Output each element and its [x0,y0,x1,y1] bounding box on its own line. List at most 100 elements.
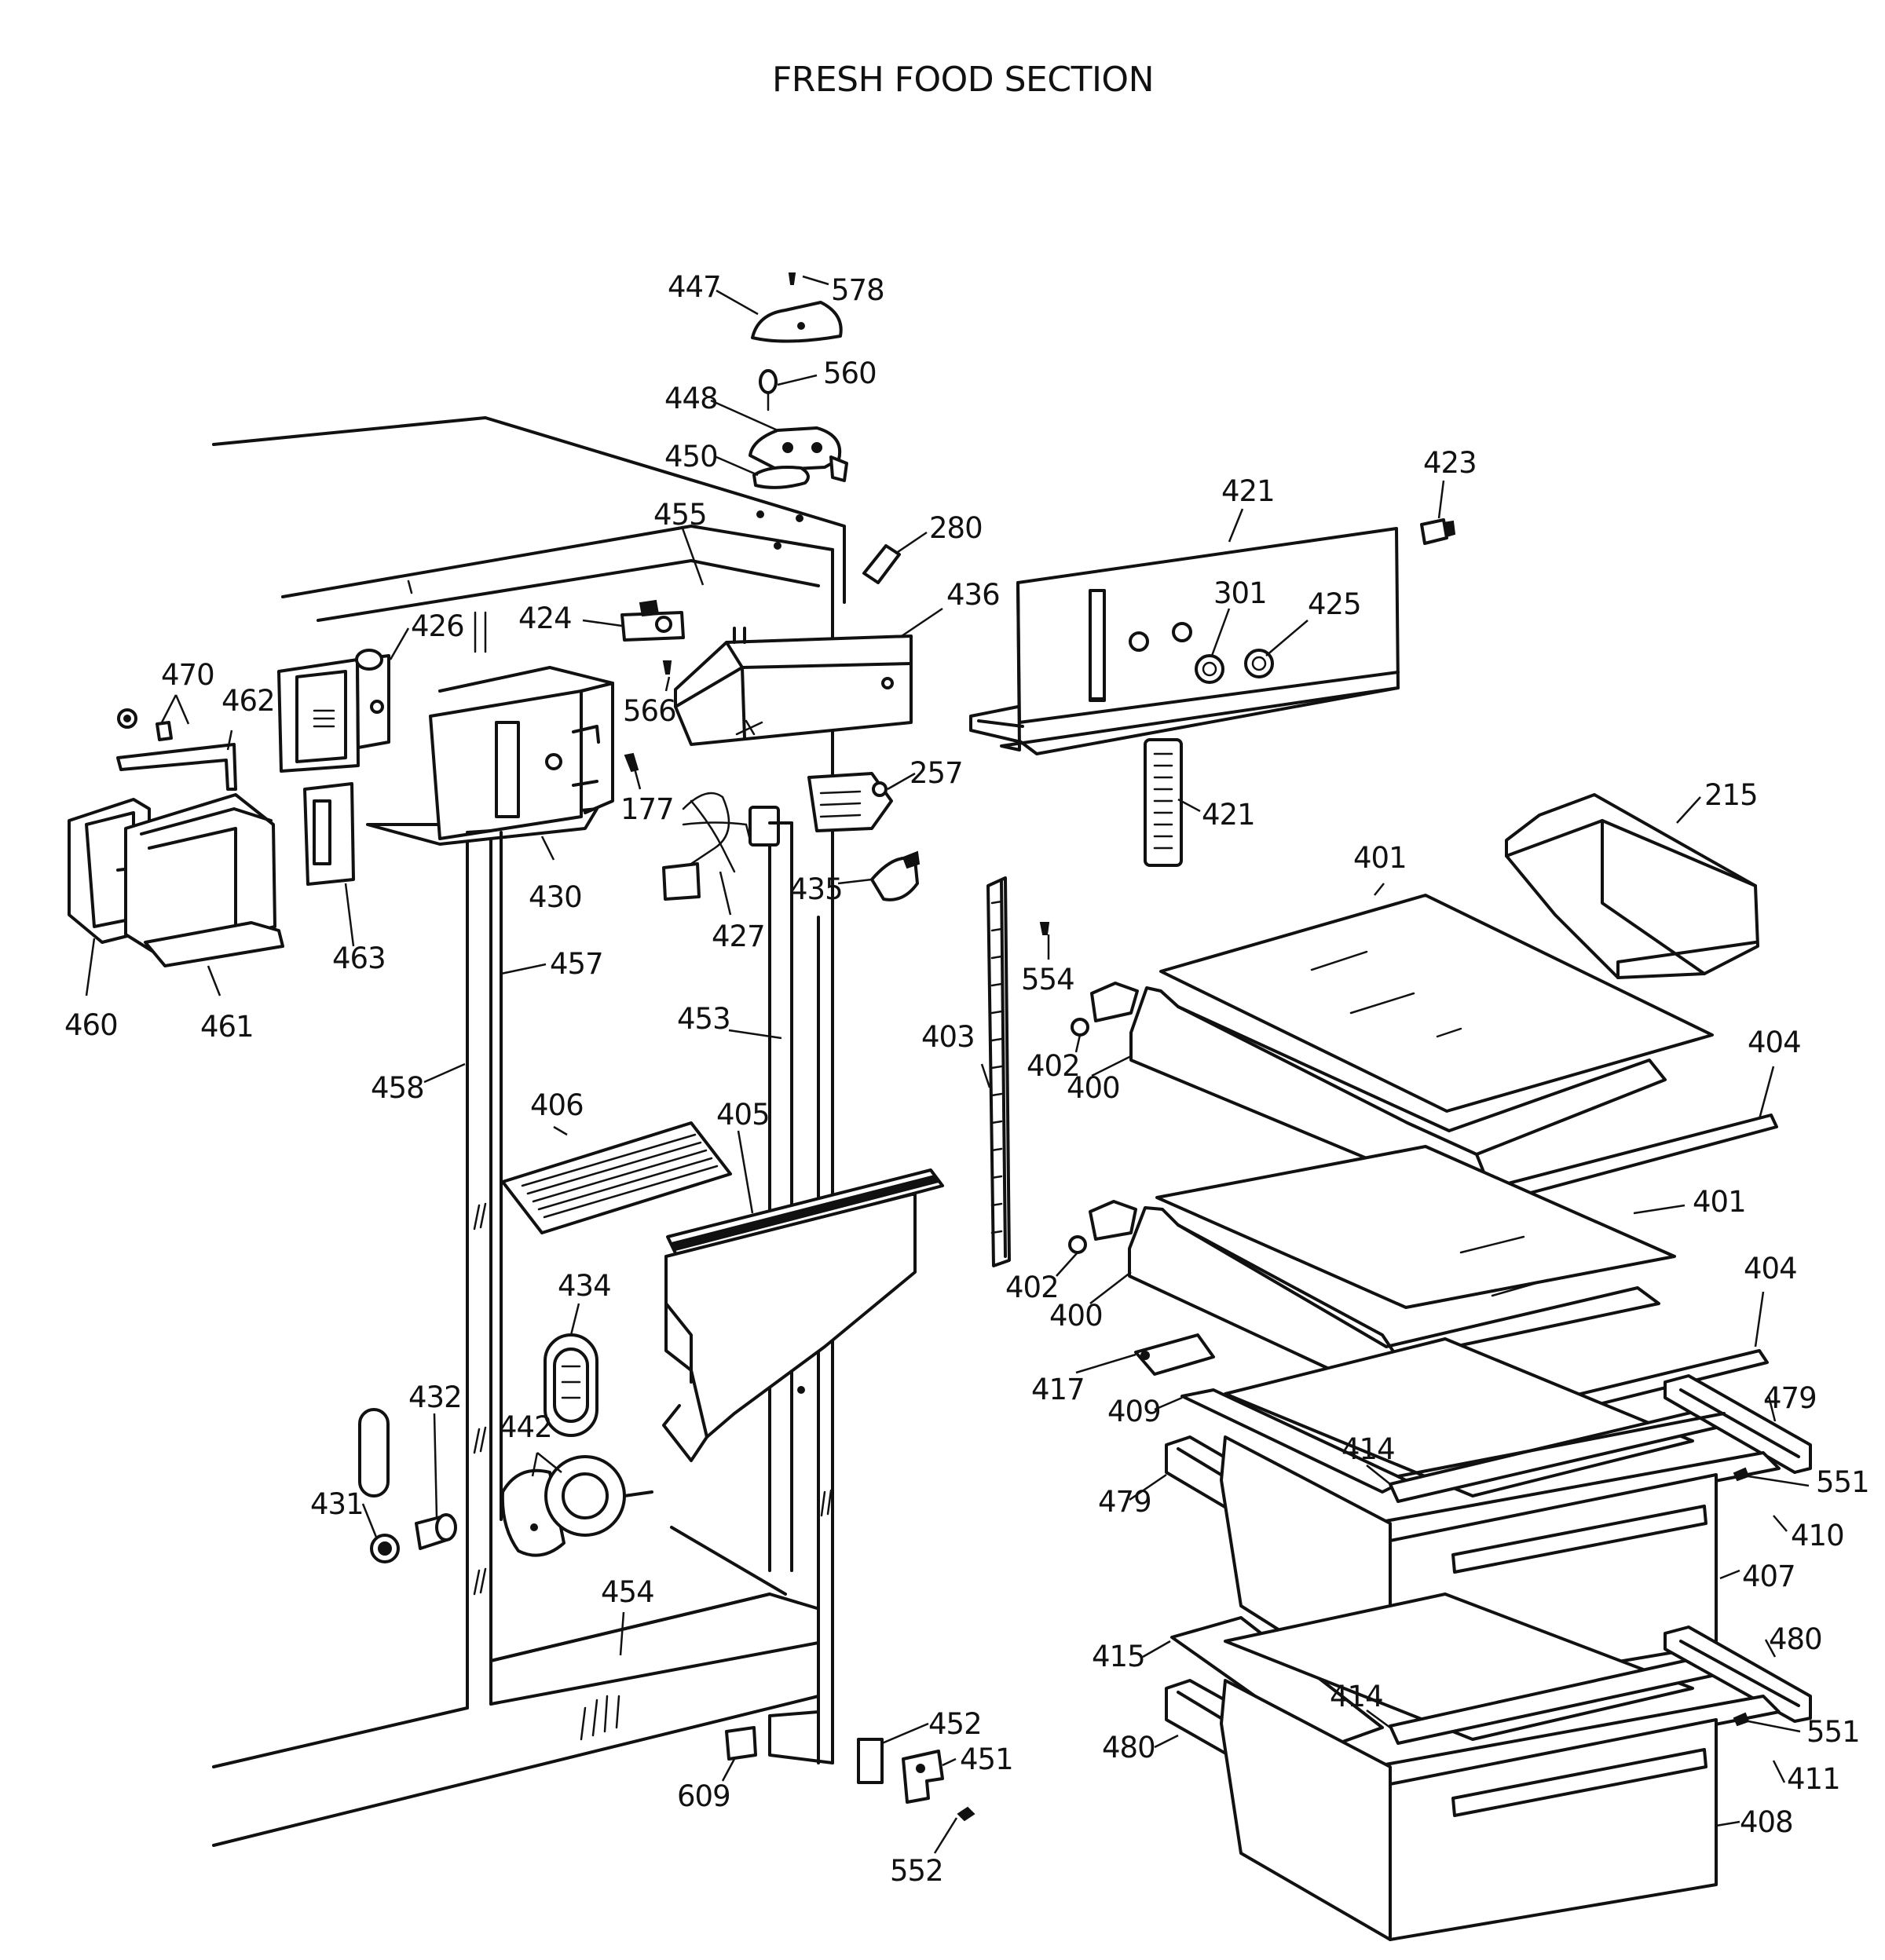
light-lens-442 [500,1455,653,1557]
cabinet-liner [212,416,846,1847]
callout-461: 461 [200,1010,254,1044]
callout-453: 453 [677,1002,730,1036]
callout-479-left: 479 [1098,1485,1151,1519]
callout-421-top: 421 [1221,474,1275,508]
callout-458: 458 [371,1071,424,1105]
callout-450: 450 [664,440,718,474]
handle-434 [544,1333,598,1437]
callout-435: 435 [789,872,843,906]
callout-479-right: 479 [1763,1381,1817,1415]
slide-rail-479-right [1664,1374,1812,1474]
top-hinge-cover-447 [751,301,843,343]
callout-404-lower: 404 [1744,1252,1797,1285]
crisper-glass-414-lower [1224,1592,1728,1745]
control-housing-421 [969,527,1400,755]
hinge-pin-560 [759,369,778,411]
callout-455: 455 [653,498,707,532]
callout-551-lower: 551 [1806,1715,1860,1749]
callout-462: 462 [221,684,275,718]
grommet-431 [370,1534,400,1563]
callout-480-left: 480 [1102,1731,1155,1764]
dairy-compartment-405 [662,1168,944,1462]
mullion-strip-458 [466,829,492,834]
thermostat-257 [807,772,893,832]
callout-554: 554 [1021,963,1074,996]
screw-554 [1039,922,1050,935]
crisper-support-417 [1134,1333,1215,1376]
slide-rail-480-right [1664,1625,1812,1723]
callout-402-upper: 402 [1027,1049,1080,1083]
shelf-frame-400-upper [1129,986,1667,1179]
callout-425: 425 [1308,587,1361,621]
callout-454: 454 [601,1575,654,1609]
callout-414-upper: 414 [1341,1432,1395,1466]
callout-423: 423 [1423,446,1477,480]
callout-400-upper: 400 [1067,1071,1120,1105]
callout-451: 451 [960,1742,1013,1776]
switch-424 [620,599,685,642]
lamp-shield-435 [870,850,921,901]
glass-shelf-401-lower [1155,1145,1676,1309]
screws-470 [117,708,173,741]
door-bin-215 [1505,793,1759,979]
callout-551-upper: 551 [1816,1465,1869,1499]
lamp-socket-426 [277,649,390,773]
callout-402-lower: 402 [1005,1271,1059,1304]
callout-434: 434 [558,1269,611,1303]
callout-280: 280 [929,511,983,545]
cap-280 [862,544,901,584]
shelf-frame-400-lower [1128,1206,1660,1391]
callout-labels: 578 447 560 448 450 455 280 421 423 424 … [64,270,1870,1888]
callout-578: 578 [831,273,884,307]
screw-566 [662,660,672,675]
callout-430: 430 [529,880,582,914]
callout-432: 432 [408,1380,462,1414]
callout-401-upper: 401 [1353,841,1407,875]
air-duct-436 [674,627,913,746]
bracket-609 [725,1726,757,1761]
callout-408: 408 [1740,1805,1793,1839]
callout-215: 215 [1704,778,1758,812]
diagram-title: FRESH FOOD SECTION [772,60,1154,100]
shelf-support-402-lower [1068,1200,1137,1254]
callout-427: 427 [712,920,765,953]
spacer-432 [415,1513,457,1550]
callout-406: 406 [530,1088,584,1122]
wiring-harness-427 [662,792,780,901]
callout-426: 426 [411,609,464,643]
housing-461 [124,793,284,967]
screw-578 [788,272,796,285]
callout-457: 457 [550,947,603,981]
vent-cover-406 [501,1121,732,1234]
callout-452: 452 [928,1707,982,1741]
slot-cover [358,1408,390,1497]
callout-177: 177 [620,792,674,826]
breaker-strip-454 [489,1592,771,1662]
glass-shelf-401-upper [1159,894,1714,1113]
bracket-462 [116,743,237,791]
callout-409: 409 [1107,1395,1161,1428]
leader-lines [85,275,1810,1854]
screw-177 [624,752,639,773]
callout-431: 431 [310,1487,364,1521]
knob-425 [1244,649,1274,678]
callout-424: 424 [518,602,572,635]
light-socket-423 [1420,518,1456,545]
callout-436: 436 [946,578,1000,612]
hinge-451 [902,1750,944,1804]
callout-447: 447 [668,270,721,304]
screw-552 [957,1806,975,1822]
crisper-drawer-408 [1220,1679,1718,1941]
callout-407: 407 [1742,1560,1795,1593]
callout-480-right: 480 [1769,1622,1822,1656]
callout-460: 460 [64,1008,118,1042]
shim-450 [752,466,810,489]
callout-401-lower: 401 [1693,1185,1746,1219]
callout-442: 442 [499,1410,552,1444]
callout-257: 257 [910,756,963,790]
mount-463 [303,782,355,886]
callout-463: 463 [332,942,386,975]
callout-448: 448 [664,382,718,415]
